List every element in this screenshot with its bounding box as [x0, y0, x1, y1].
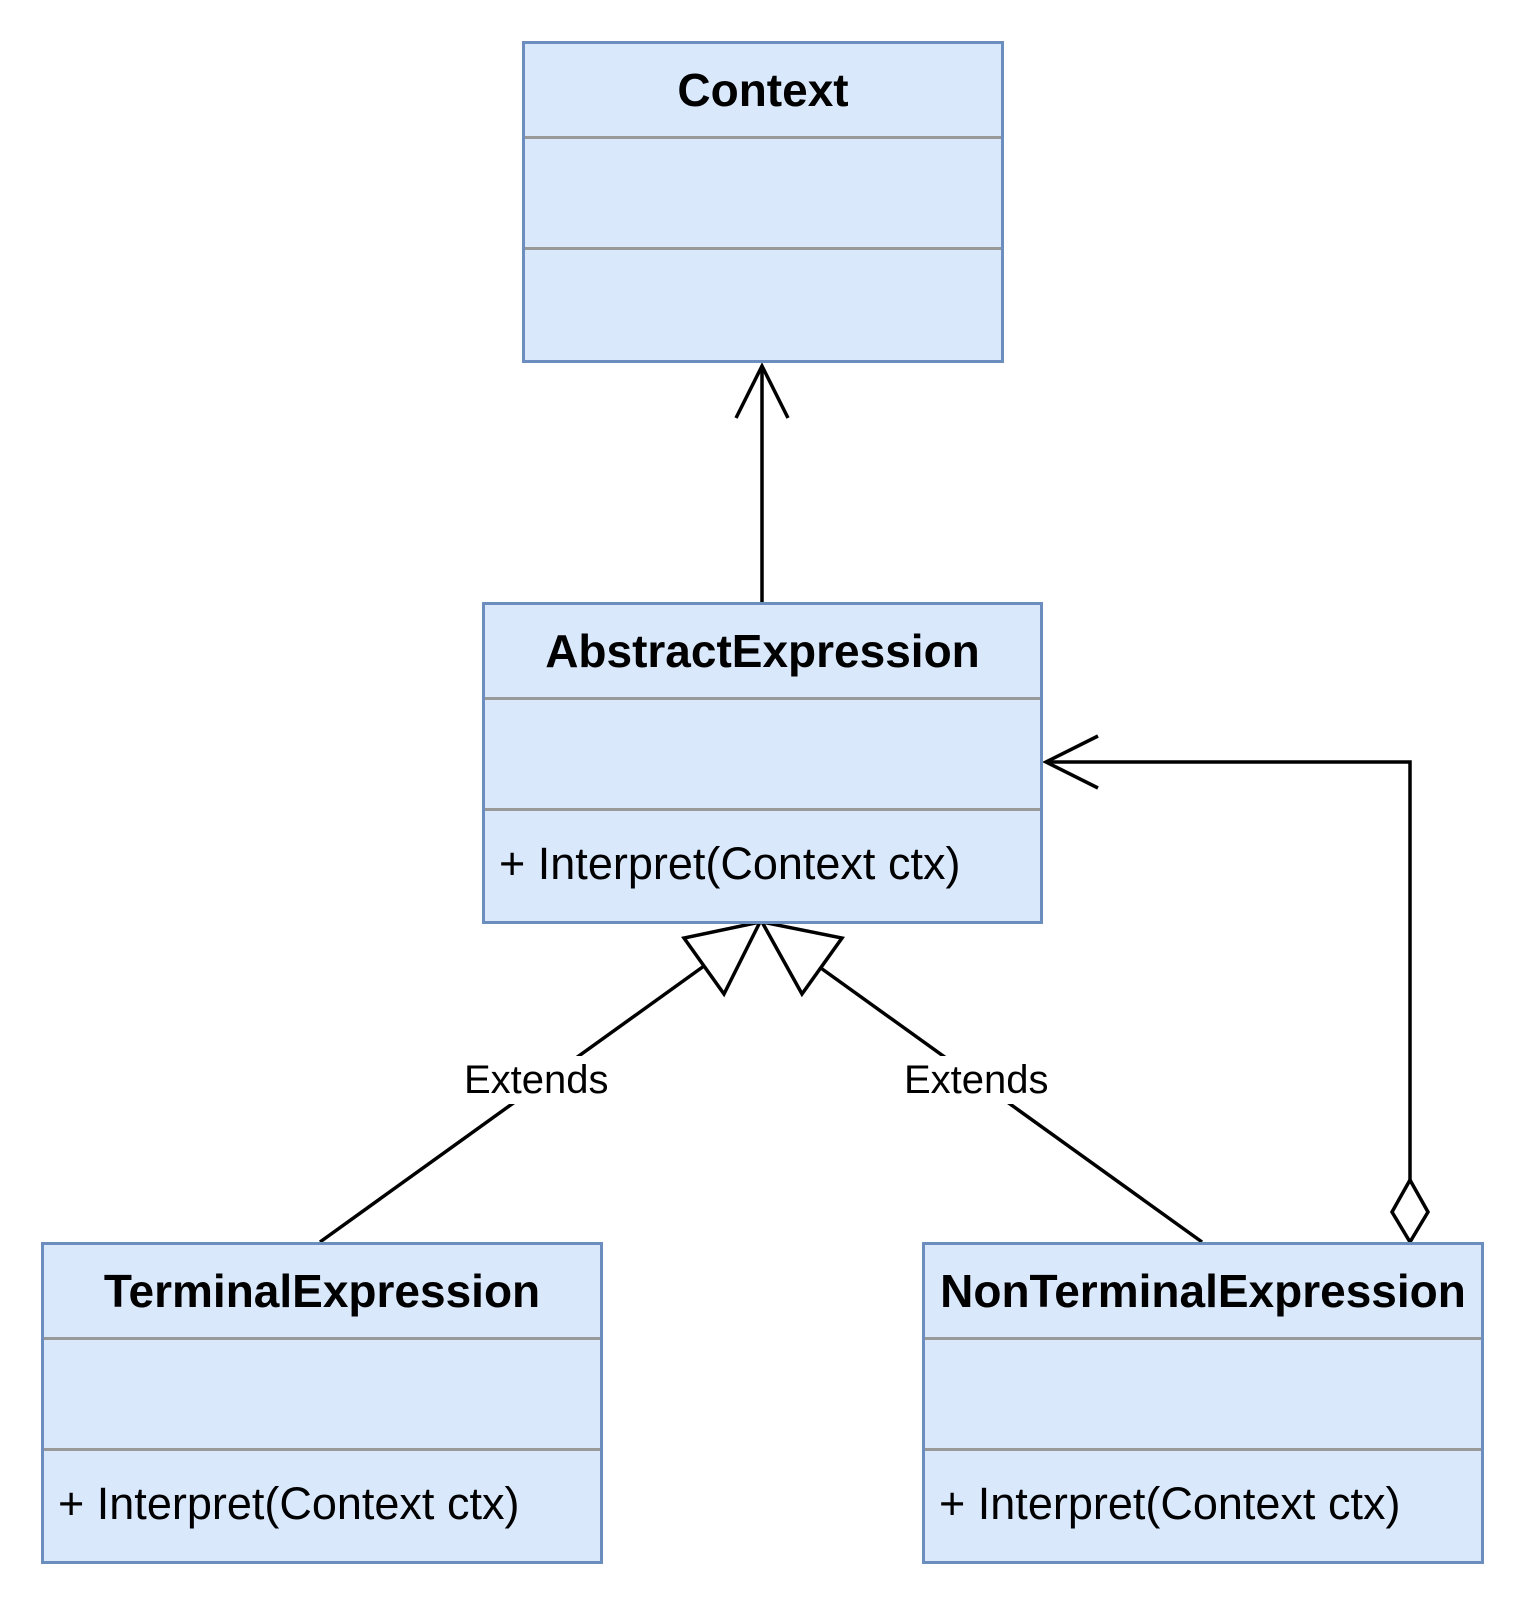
- aggregation-nonterminal-to-abstract: [1042, 734, 1431, 1246]
- class-context[interactable]: Context: [522, 41, 1004, 363]
- generalization-terminal-extends: [318, 919, 764, 1244]
- association-abstract-to-context: [734, 362, 790, 602]
- generalization-nonterminal-extends: [758, 919, 1204, 1244]
- class-name: TerminalExpression: [44, 1245, 600, 1340]
- class-name: Context: [525, 44, 1001, 139]
- class-attributes: [925, 1340, 1481, 1451]
- class-name: AbstractExpression: [485, 605, 1040, 700]
- aggregation-line: [1046, 760, 1412, 1180]
- hollow-diamond-icon: [1389, 1176, 1431, 1246]
- edge-label-nonterminal-extends: Extends: [902, 1056, 1051, 1104]
- class-terminal-expression[interactable]: TerminalExpression + Interpret(Context c…: [41, 1242, 603, 1564]
- hollow-triangle-icon: [681, 919, 764, 998]
- hollow-triangle-icon: [758, 919, 845, 998]
- class-operations: [525, 250, 1001, 355]
- class-operations: + Interpret(Context ctx): [58, 1477, 520, 1529]
- open-arrow-icon: [1042, 734, 1099, 790]
- class-operations: + Interpret(Context ctx): [939, 1477, 1401, 1529]
- generalization-line: [318, 964, 706, 1244]
- open-arrow-icon: [734, 362, 790, 419]
- edge-label-terminal-extends: Extends: [462, 1056, 611, 1104]
- class-attributes: [44, 1340, 600, 1451]
- class-name: NonTerminalExpression: [925, 1245, 1481, 1340]
- class-operations: + Interpret(Context ctx): [499, 837, 961, 889]
- class-abstract-expression[interactable]: AbstractExpression + Interpret(Context c…: [482, 602, 1043, 924]
- class-attributes: [525, 139, 1001, 250]
- class-attributes: [485, 700, 1040, 811]
- generalization-line: [816, 964, 1204, 1244]
- class-nonterminal-expression[interactable]: NonTerminalExpression + Interpret(Contex…: [922, 1242, 1484, 1564]
